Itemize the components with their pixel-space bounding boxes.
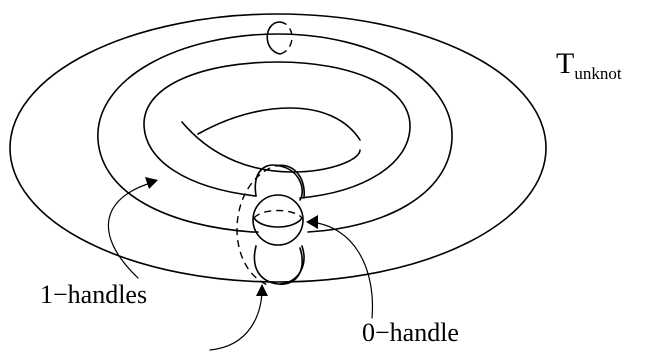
one-handles-label: 1−handles bbox=[40, 280, 147, 309]
one-handles-arrowhead-lower bbox=[256, 284, 268, 296]
zero-handle-arrowhead bbox=[306, 215, 318, 229]
zero-handle-equator-solid bbox=[253, 217, 303, 228]
handle-dashed-arc bbox=[236, 167, 271, 287]
meridian-circle-dashed bbox=[279, 21, 293, 55]
zero-handle-ball bbox=[252, 194, 304, 246]
torus-hole-upper-arc bbox=[197, 107, 361, 141]
one-handle-lower-lobe-right bbox=[279, 245, 305, 285]
one-handle-lower-lobe bbox=[253, 245, 303, 285]
meridian-circle-solid bbox=[266, 21, 281, 55]
torus-middle-loop bbox=[97, 33, 453, 233]
torus-label: Tunknot bbox=[556, 47, 622, 83]
zero-handle-arrow bbox=[309, 221, 374, 319]
one-handles-arrow-upper bbox=[108, 181, 155, 279]
torus-hole-lower-arc bbox=[181, 121, 361, 173]
torus-outer-boundary bbox=[9, 13, 547, 283]
torus-inner-loop bbox=[143, 61, 411, 199]
one-handles-arrow-lower bbox=[209, 287, 263, 351]
one-handle-upper-lobe-right bbox=[275, 164, 305, 199]
zero-handle-label: 0−handle bbox=[362, 318, 459, 347]
zero-handle-equator-dashed bbox=[253, 209, 303, 219]
one-handles-arrowhead-upper bbox=[145, 177, 158, 189]
torus-label-main: T bbox=[556, 47, 574, 80]
torus-label-subscript: unknot bbox=[574, 64, 622, 83]
